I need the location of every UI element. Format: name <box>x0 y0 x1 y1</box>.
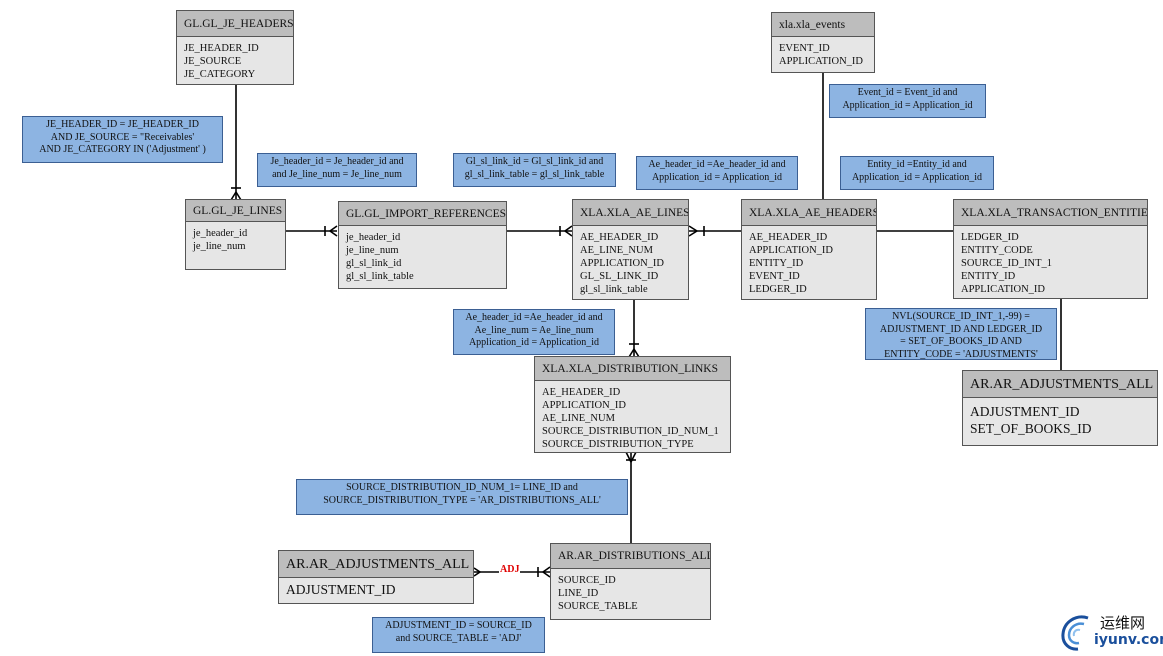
entity-title: AR.AR_ADJUSTMENTS_ALL <box>279 551 473 578</box>
field: ENTITY_ID <box>749 258 804 269</box>
field: AE_LINE_NUM <box>580 245 653 256</box>
entity-title: XLA.XLA_TRANSACTION_ENTITIES <box>954 200 1147 226</box>
field: SOURCE_DISTRIBUTION_ID_NUM_1 <box>542 426 719 437</box>
field: je_line_num <box>346 245 399 256</box>
field: JE_HEADER_ID <box>184 43 259 54</box>
note-ae-lines-to-links: Ae_header_id =Ae_header_id and Ae_line_n… <box>453 309 615 355</box>
field: JE_CATEGORY <box>184 69 256 80</box>
field: JE_SOURCE <box>184 56 242 67</box>
watermark-text-cn: 运维网 <box>1100 614 1146 632</box>
field: SET_OF_BOOKS_ID <box>970 421 1092 436</box>
field: SOURCE_DISTRIBUTION_TYPE <box>542 439 694 450</box>
entity-title: AR.AR_ADJUSTMENTS_ALL <box>963 371 1157 398</box>
field: SOURCE_TABLE <box>558 601 638 612</box>
entity-title: XLA.XLA_DISTRIBUTION_LINKS <box>535 357 730 381</box>
field: gl_sl_link_table <box>346 271 414 282</box>
field: EVENT_ID <box>749 271 800 282</box>
entity-title: GL.GL_IMPORT_REFERENCES <box>339 202 506 226</box>
field: je_line_num <box>193 241 246 252</box>
field: ENTITY_CODE <box>961 245 1033 256</box>
field: APPLICATION_ID <box>779 56 863 67</box>
field: LEDGER_ID <box>749 284 807 295</box>
entity-title: GL.GL_JE_LINES <box>186 200 285 222</box>
field: LEDGER_ID <box>961 232 1019 243</box>
field: ADJUSTMENT_ID <box>970 404 1080 419</box>
field: APPLICATION_ID <box>749 245 833 256</box>
entity-xla-transaction-entities: XLA.XLA_TRANSACTION_ENTITIES LEDGER_ID E… <box>953 199 1148 299</box>
watermark-logo: 运维网 iyunv.com <box>1058 610 1163 654</box>
entity-title: xla.xla_events <box>772 13 874 37</box>
entity-title: GL.GL_JE_HEADERS <box>177 11 293 37</box>
note-links-to-distributions: SOURCE_DISTRIBUTION_ID_NUM_1= LINE_ID an… <box>296 479 628 515</box>
field: AE_HEADER_ID <box>749 232 828 243</box>
entity-ar-adjustments-all-left: AR.AR_ADJUSTMENTS_ALL ADJUSTMENT_ID <box>278 550 474 604</box>
field: SOURCE_ID_INT_1 <box>961 258 1052 269</box>
note-import-to-ae-lines: Gl_sl_link_id = Gl_sl_link_id and gl_sl_… <box>453 153 616 187</box>
entity-xla-ae-headers: XLA.XLA_AE_HEADERS AE_HEADER_ID APPLICAT… <box>741 199 877 300</box>
field: GL_SL_LINK_ID <box>580 271 659 282</box>
field: je_header_id <box>193 228 248 239</box>
field: SOURCE_ID <box>558 575 616 586</box>
note-events-to-headers: Event_id = Event_id and Application_id =… <box>829 84 986 118</box>
field: AE_HEADER_ID <box>542 387 621 398</box>
swirl-logo-icon <box>1061 615 1089 651</box>
field: LINE_ID <box>558 588 599 599</box>
field: je_header_id <box>346 232 401 243</box>
field: EVENT_ID <box>779 43 830 54</box>
field: gl_sl_link_table <box>580 284 648 295</box>
entity-title: XLA.XLA_AE_LINES <box>573 200 688 226</box>
note-je-lines-to-import: Je_header_id = Je_header_id and and Je_l… <box>257 153 417 187</box>
field: APPLICATION_ID <box>961 284 1045 295</box>
note-je-header-condition: JE_HEADER_ID = JE_HEADER_ID AND JE_SOURC… <box>22 116 223 163</box>
entity-title: AR.AR_DISTRIBUTIONS_ALL <box>551 544 710 569</box>
watermark-url: iyunv.com <box>1094 632 1163 648</box>
entity-xla-distribution-links: XLA.XLA_DISTRIBUTION_LINKS AE_HEADER_ID … <box>534 356 731 453</box>
note-distributions-to-adjustments: ADJUSTMENT_ID = SOURCE_ID and SOURCE_TAB… <box>372 617 545 653</box>
field: AE_LINE_NUM <box>542 413 615 424</box>
field: APPLICATION_ID <box>542 400 626 411</box>
note-entities-to-adjustments: NVL(SOURCE_ID_INT_1,-99) = ADJUSTMENT_ID… <box>865 308 1057 360</box>
entity-gl-import-references: GL.GL_IMPORT_REFERENCES je_header_id je_… <box>338 201 507 289</box>
field: ADJUSTMENT_ID <box>286 582 396 597</box>
note-ae-lines-to-headers: Ae_header_id =Ae_header_id and Applicati… <box>636 156 798 190</box>
entity-title: XLA.XLA_AE_HEADERS <box>742 200 876 226</box>
field: AE_HEADER_ID <box>580 232 659 243</box>
entity-gl-je-headers: GL.GL_JE_HEADERS JE_HEADER_ID JE_SOURCE … <box>176 10 294 85</box>
field: APPLICATION_ID <box>580 258 664 269</box>
entity-ar-adjustments-all-right: AR.AR_ADJUSTMENTS_ALL ADJUSTMENT_ID SET_… <box>962 370 1158 446</box>
field: ENTITY_ID <box>961 271 1016 282</box>
note-headers-to-entities: Entity_id =Entity_id and Application_id … <box>840 156 994 190</box>
entity-xla-events: xla.xla_events EVENT_ID APPLICATION_ID <box>771 12 875 73</box>
entity-gl-je-lines: GL.GL_JE_LINES je_header_id je_line_num <box>185 199 286 270</box>
entity-xla-ae-lines: XLA.XLA_AE_LINES AE_HEADER_ID AE_LINE_NU… <box>572 199 689 300</box>
field: gl_sl_link_id <box>346 258 402 269</box>
relation-label-adj: ADJ <box>499 564 521 575</box>
entity-ar-distributions-all: AR.AR_DISTRIBUTIONS_ALL SOURCE_ID LINE_I… <box>550 543 711 620</box>
